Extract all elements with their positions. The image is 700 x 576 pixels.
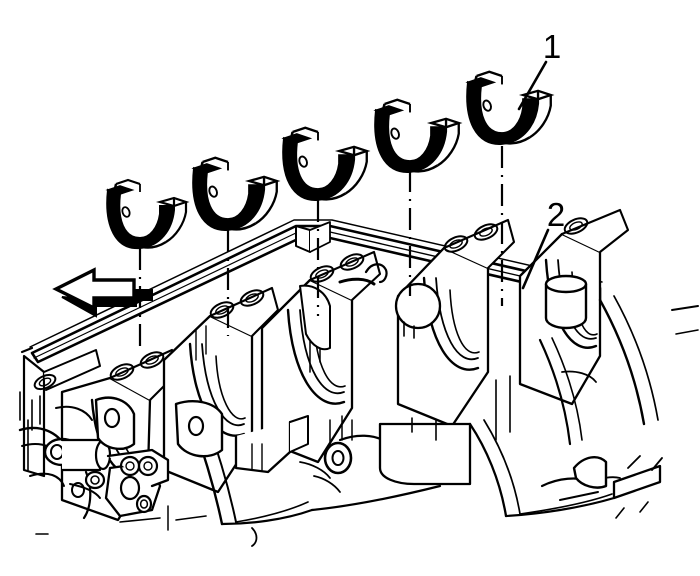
crankcase-center-casting (188, 415, 472, 526)
callout-1-leader (517, 60, 548, 111)
callout-leaders (517, 60, 550, 290)
callout-2-leader (521, 228, 550, 290)
crankcase-wall-upper-right (538, 295, 699, 446)
callout-1-label: 1 (543, 28, 561, 65)
main-bearing-saddle-4 (260, 250, 382, 464)
crankcase-pocket-right (495, 370, 597, 441)
locating-dowel-boss (544, 274, 588, 330)
crankcase-wall-right (468, 419, 663, 519)
main-bearing-saddle-1 (22, 349, 101, 478)
bearing-shell-5 (465, 70, 555, 145)
bearing-shell-group (105, 70, 555, 250)
crankcase-ribs-left (31, 395, 49, 535)
crankcase-upper-left-detail (19, 391, 93, 421)
bearing-shell-3 (281, 126, 371, 201)
rail-locating-pad (295, 221, 331, 253)
main-bearing-saddle-5 (394, 218, 516, 428)
bearing-shell-2 (191, 156, 281, 231)
front-of-engine-arrow (52, 267, 153, 318)
oil-squirter-detail (338, 263, 388, 286)
callout-2-label: 2 (547, 196, 565, 233)
crankcase-skirt-left (18, 419, 170, 520)
bearing-shell-1 (105, 178, 190, 250)
engine-cylinder-block (18, 208, 699, 547)
rail-left-end (20, 346, 34, 354)
bearing-shell-4 (373, 98, 463, 173)
crankcase-bottom-details (119, 505, 258, 547)
bearing-center-lines (138, 146, 504, 352)
crankcase-left-cylinder (94, 396, 224, 458)
